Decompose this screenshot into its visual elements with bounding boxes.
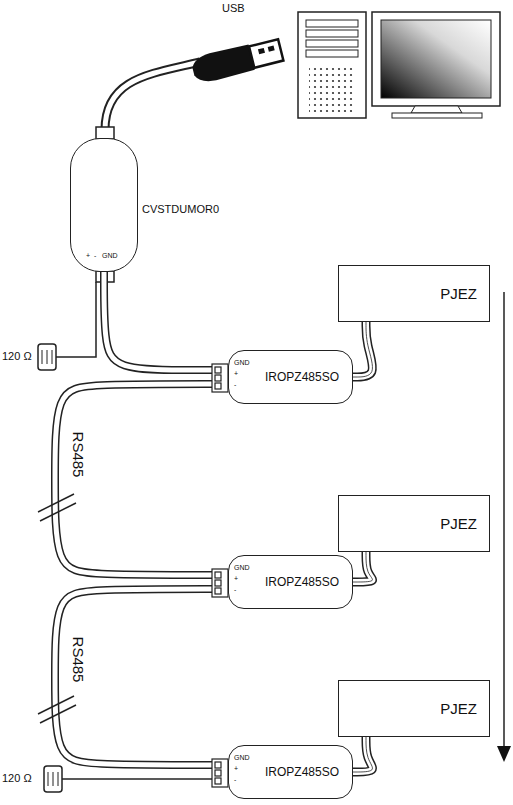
bus-cable: [104, 272, 228, 370]
cable-fill: [55, 589, 228, 765]
bus-cable: [55, 589, 228, 765]
module-name: IROPZ485SO: [265, 370, 339, 384]
cable-fill: [353, 322, 372, 377]
converter-module: IROPZ485SO: [228, 555, 353, 609]
module-name: CVSTDUMOR0: [142, 203, 219, 215]
device-box: PJEZ: [338, 265, 490, 322]
module-name: PJEZ: [440, 285, 477, 302]
pin-name: -: [94, 252, 96, 259]
pin-name: +: [234, 575, 238, 582]
pin-name: GND: [234, 359, 250, 366]
pin-name: -: [234, 776, 236, 783]
terminator: [38, 282, 96, 370]
ribbon-cable: [353, 552, 372, 582]
cable-outline: [55, 384, 228, 575]
usb-plug: [190, 36, 284, 85]
ribbon-wire: [353, 552, 372, 582]
cable-fill: [353, 552, 372, 582]
cable-fill: [104, 272, 228, 370]
converter-module: IROPZ485SO: [228, 350, 353, 404]
ribbon-cable: [353, 737, 372, 772]
interface-module: CVSTDUMOR0: [70, 138, 138, 272]
module-name: IROPZ485SO: [265, 765, 339, 779]
cable-fill: [353, 737, 372, 772]
flow-arrow: [497, 292, 511, 762]
cable-outline: [353, 737, 372, 772]
port-name: USB: [222, 3, 245, 14]
module-name: PJEZ: [440, 515, 477, 532]
device-box: PJEZ: [338, 680, 490, 737]
pin-name: -: [234, 381, 236, 388]
terminal-block: [212, 364, 228, 787]
module-name: IROPZ485SO: [265, 575, 339, 589]
resistor-value: 120 Ω: [2, 773, 32, 784]
pin-name: +: [86, 252, 90, 259]
ribbon-wire: [353, 737, 372, 772]
monitor: [372, 12, 500, 118]
ribbon-cable: [353, 322, 372, 377]
cable-outline: [104, 272, 228, 370]
resistor-value: 120 Ω: [2, 351, 32, 362]
ribbon-wire: [353, 322, 372, 377]
device-box: PJEZ: [338, 495, 490, 552]
bus-name: RS485: [71, 634, 88, 684]
bus-cable: [55, 384, 228, 575]
pin-name: +: [234, 370, 238, 377]
pin-name: GND: [234, 754, 250, 761]
pin-name: GND: [102, 252, 118, 259]
pin-name: -: [234, 586, 236, 593]
bus-name: RS485: [71, 429, 88, 479]
cable-outline: [353, 552, 372, 582]
pc-tower: [298, 12, 366, 118]
cable-outline: [55, 589, 228, 765]
converter-module: IROPZ485SO: [228, 745, 353, 799]
pin-name: GND: [234, 564, 250, 571]
cable-outline: [353, 322, 372, 377]
terminator: [44, 766, 214, 792]
cable-break: [38, 494, 76, 723]
cable-fill: [55, 384, 228, 575]
usb-cable: [96, 62, 200, 139]
pin-name: +: [234, 765, 238, 772]
module-name: PJEZ: [440, 700, 477, 717]
